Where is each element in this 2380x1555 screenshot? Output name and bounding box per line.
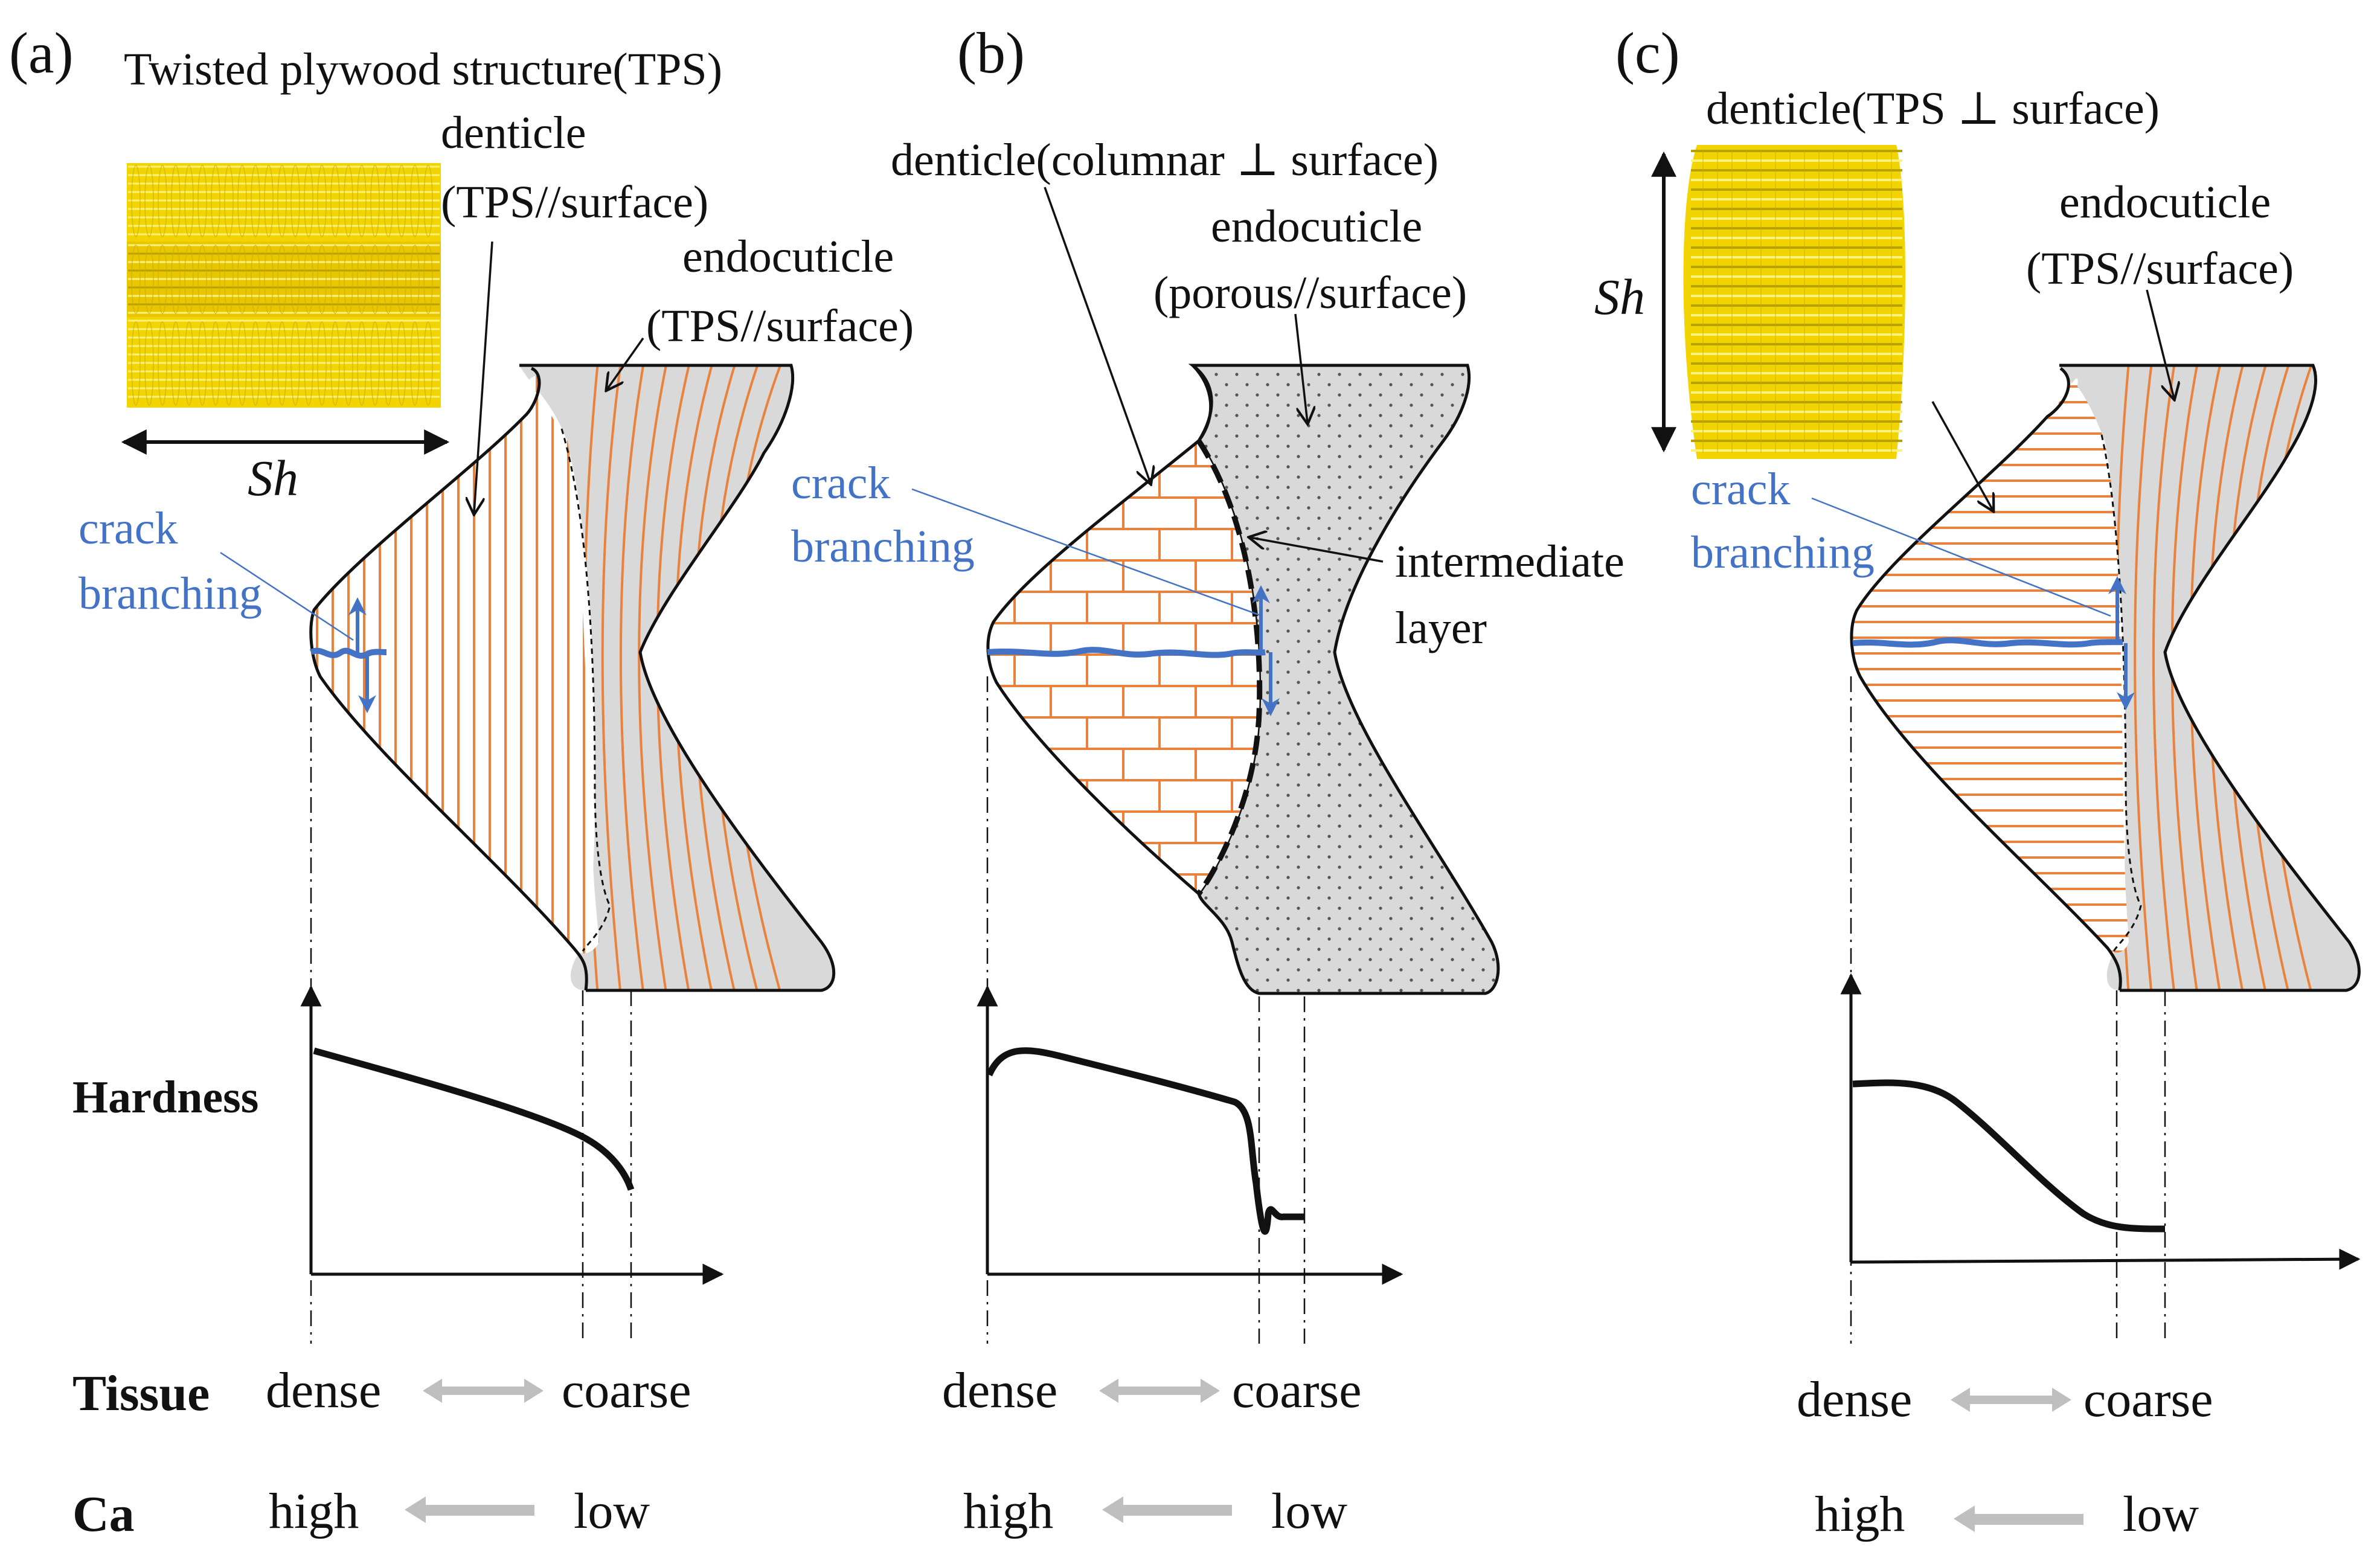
ca-arrow-c: [1954, 1505, 2083, 1532]
panel-c-letter: (c): [1615, 21, 1680, 85]
dense-label-b: dense: [942, 1362, 1057, 1419]
tissue-double-arrow-a: [423, 1379, 544, 1403]
endocuticle-leader-c: [2146, 289, 2174, 399]
tissue-double-arrow-c: [1951, 1388, 2071, 1412]
sh-label-c: Sh: [1594, 269, 1645, 325]
denticle-leader-a: [474, 241, 493, 513]
high-label-b: high: [963, 1483, 1053, 1539]
panel-a: (a) Twisted plywood structure(TPS) Sh de…: [9, 21, 914, 1542]
denticle-region-c: [1851, 378, 2129, 953]
tps-illustration-a: [127, 163, 441, 408]
denticle-leader-b: [1044, 187, 1150, 483]
tissue-double-arrow-b: [1099, 1379, 1220, 1403]
denticle-label-b: denticle(columnar ⊥ surface): [891, 135, 1439, 185]
endocuticle-label-a-2: (TPS//surface): [646, 301, 914, 351]
endocuticle-label-c-1: endocuticle: [2059, 177, 2271, 228]
crack-label-c-1: crack: [1691, 464, 1791, 515]
coarse-label-b: coarse: [1232, 1362, 1362, 1419]
dense-label-a: dense: [266, 1362, 381, 1419]
panel-c: (c) denticle(TPS ⊥ surface) endocuticle …: [1594, 21, 2361, 1542]
crack-leader-c: [1811, 497, 2111, 617]
crack-label-a-1: crack: [79, 503, 178, 554]
crack-path-a: [309, 647, 387, 659]
low-label-a: low: [574, 1483, 650, 1539]
endocuticle-label-b-2: (porous//surface): [1153, 268, 1467, 318]
denticle-boundary-a: [560, 428, 611, 952]
crack-path-c: [1852, 637, 2123, 648]
intermediate-label-b-2: layer: [1395, 603, 1487, 653]
tissue-label: Tissue: [72, 1365, 210, 1422]
hardness-plot-b: [977, 985, 1403, 1285]
coarse-label-c: coarse: [2083, 1371, 2213, 1428]
ca-arrow-a: [405, 1496, 534, 1523]
denticle-boundary-c: [2100, 434, 2142, 952]
panel-b-letter: (b): [957, 21, 1025, 85]
endocuticle-region-a: [519, 365, 834, 990]
endocuticle-label-c-2: (TPS//surface): [2026, 243, 2294, 294]
intermediate-layer-line-b: [1196, 439, 1263, 896]
panel-a-title: Twisted plywood structure(TPS): [124, 44, 722, 95]
tps-illustration-c: [1683, 145, 1905, 459]
endocuticle-region-c: [2059, 365, 2359, 990]
crack-label-c-2: branching: [1691, 527, 1875, 578]
endocuticle-leader-b: [1294, 313, 1307, 423]
high-label-a: high: [269, 1483, 359, 1539]
endocuticle-leader-a: [607, 337, 644, 390]
hardness-plot-c: [1840, 973, 2361, 1270]
low-label-b: low: [1271, 1483, 1347, 1539]
intermediate-label-b-1: intermediate: [1395, 536, 1625, 587]
coarse-label-a: coarse: [562, 1362, 691, 1419]
denticle-label-a-2: (TPS//surface): [441, 177, 708, 228]
high-label-c: high: [1815, 1486, 1905, 1542]
endocuticle-label-a-1: endocuticle: [682, 231, 894, 282]
denticle-leader-c: [1931, 401, 1993, 510]
sh-label-a: Sh: [248, 450, 298, 507]
crack-label-a-2: branching: [79, 568, 262, 619]
hardness-plot-a: [300, 985, 724, 1285]
denticle-label-a-1: denticle: [441, 107, 586, 158]
denticle-label-c: denticle(TPS ⊥ surface): [1706, 83, 2160, 134]
ca-label: Ca: [72, 1486, 135, 1542]
panel-b: (b) denticle(columnar ⊥ surface) endocut…: [791, 21, 1625, 1539]
crack-leader-b: [911, 488, 1263, 617]
ca-arrow-b: [1102, 1496, 1232, 1523]
intermediate-leader-b: [1250, 537, 1384, 563]
crack-leader-a: [220, 551, 354, 641]
panel-a-letter: (a): [9, 21, 74, 85]
endocuticle-label-b-1: endocuticle: [1211, 201, 1422, 252]
crack-label-b-2: branching: [791, 521, 975, 572]
hardness-label: Hardness: [72, 1072, 258, 1123]
crack-path-b: [987, 647, 1266, 658]
dense-label-c: dense: [1797, 1371, 1912, 1428]
low-label-c: low: [2123, 1486, 2199, 1542]
denticle-region-a: [310, 376, 599, 954]
crack-label-b-1: crack: [791, 458, 891, 508]
